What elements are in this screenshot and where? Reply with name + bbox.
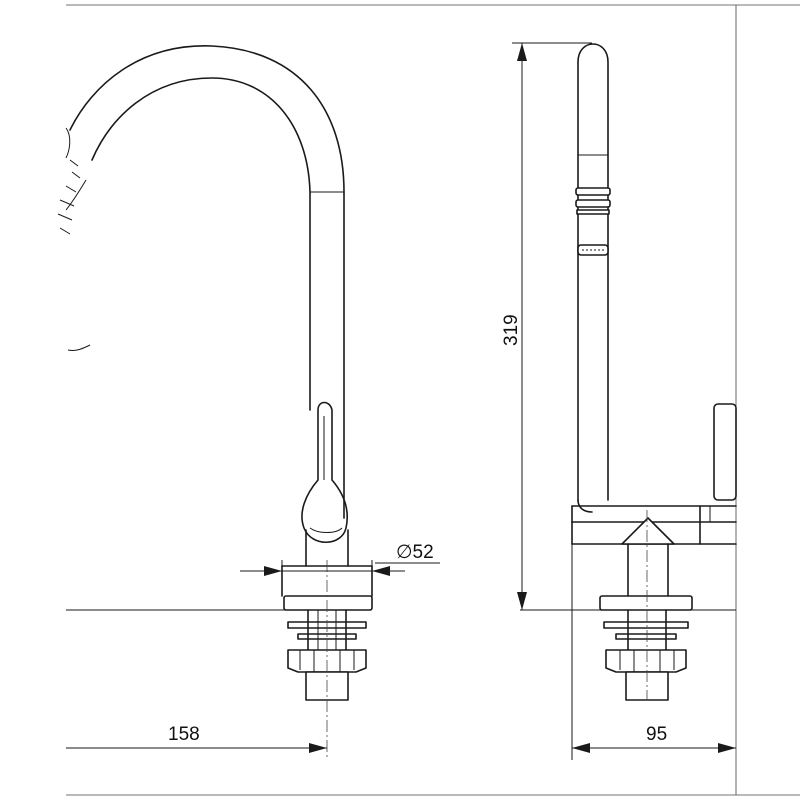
gooseneck-spout: [69, 45, 345, 519]
side-view: 319 95: [501, 42, 737, 760]
body-cone: [621, 517, 675, 545]
height-dimension: 319: [501, 42, 592, 610]
height-label: 319: [501, 314, 522, 346]
depth-label: 95: [646, 724, 667, 745]
depth-dimension: 95: [571, 544, 736, 760]
front-view: ∅52 158: [57, 45, 440, 760]
reach-label: 158: [168, 724, 200, 745]
drawing-frame: [66, 4, 800, 796]
base-flange-side: [599, 595, 693, 611]
lever-handle[interactable]: [301, 401, 348, 543]
diameter-label: ∅52: [396, 542, 434, 563]
spout-side: [575, 43, 611, 501]
aerator-ring-low: [576, 209, 610, 215]
spray-hose-hint: [57, 127, 91, 351]
reach-dimension: 158: [66, 724, 327, 753]
aerator-nozzle: [577, 244, 609, 256]
aerator-ring-top: [575, 187, 611, 196]
faucet-body: [281, 529, 373, 597]
aerator-ring-mid: [575, 199, 611, 208]
mounting-shank-side: [603, 609, 689, 701]
diameter-dimension: ∅52: [240, 542, 440, 580]
lever-handle-side[interactable]: [713, 403, 737, 501]
body-side: [571, 499, 737, 597]
base-flange-front: [283, 595, 373, 611]
